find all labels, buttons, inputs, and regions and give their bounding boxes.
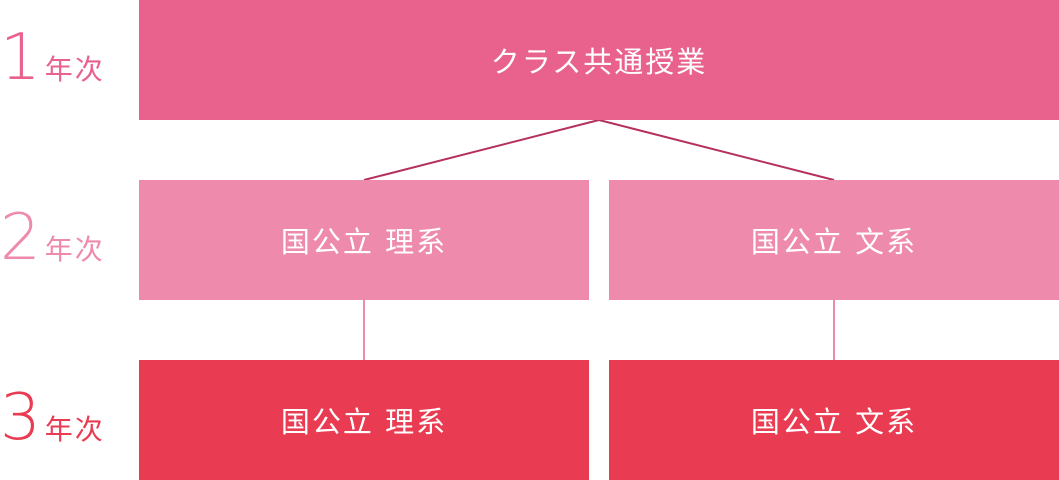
box-label: 国公立 理系 (280, 405, 448, 439)
year-label-1: 1 年次 (0, 26, 105, 90)
year-label-3: 3 年次 (0, 386, 105, 450)
box-year2-national-science: 国公立 理系 (139, 180, 589, 300)
branch-line-left (363, 119, 600, 181)
box-label: 国公立 文系 (750, 405, 918, 439)
year-number: 3 (0, 381, 41, 455)
box-label: 国公立 文系 (750, 225, 918, 259)
box-label: 国公立 理系 (280, 225, 448, 259)
year-label-2: 2 年次 (0, 206, 105, 270)
year-suffix: 年次 (44, 53, 105, 86)
year-suffix: 年次 (44, 413, 105, 446)
branch-line-right (598, 119, 835, 181)
box-common-classes: クラス共通授業 (139, 0, 1059, 120)
box-year3-national-humanities: 国公立 文系 (609, 360, 1059, 480)
box-label: クラス共通授業 (490, 45, 708, 79)
box-year3-national-science: 国公立 理系 (139, 360, 589, 480)
box-year2-national-humanities: 国公立 文系 (609, 180, 1059, 300)
year-number: 1 (0, 21, 41, 95)
year-suffix: 年次 (44, 233, 105, 266)
year-number: 2 (0, 201, 41, 275)
